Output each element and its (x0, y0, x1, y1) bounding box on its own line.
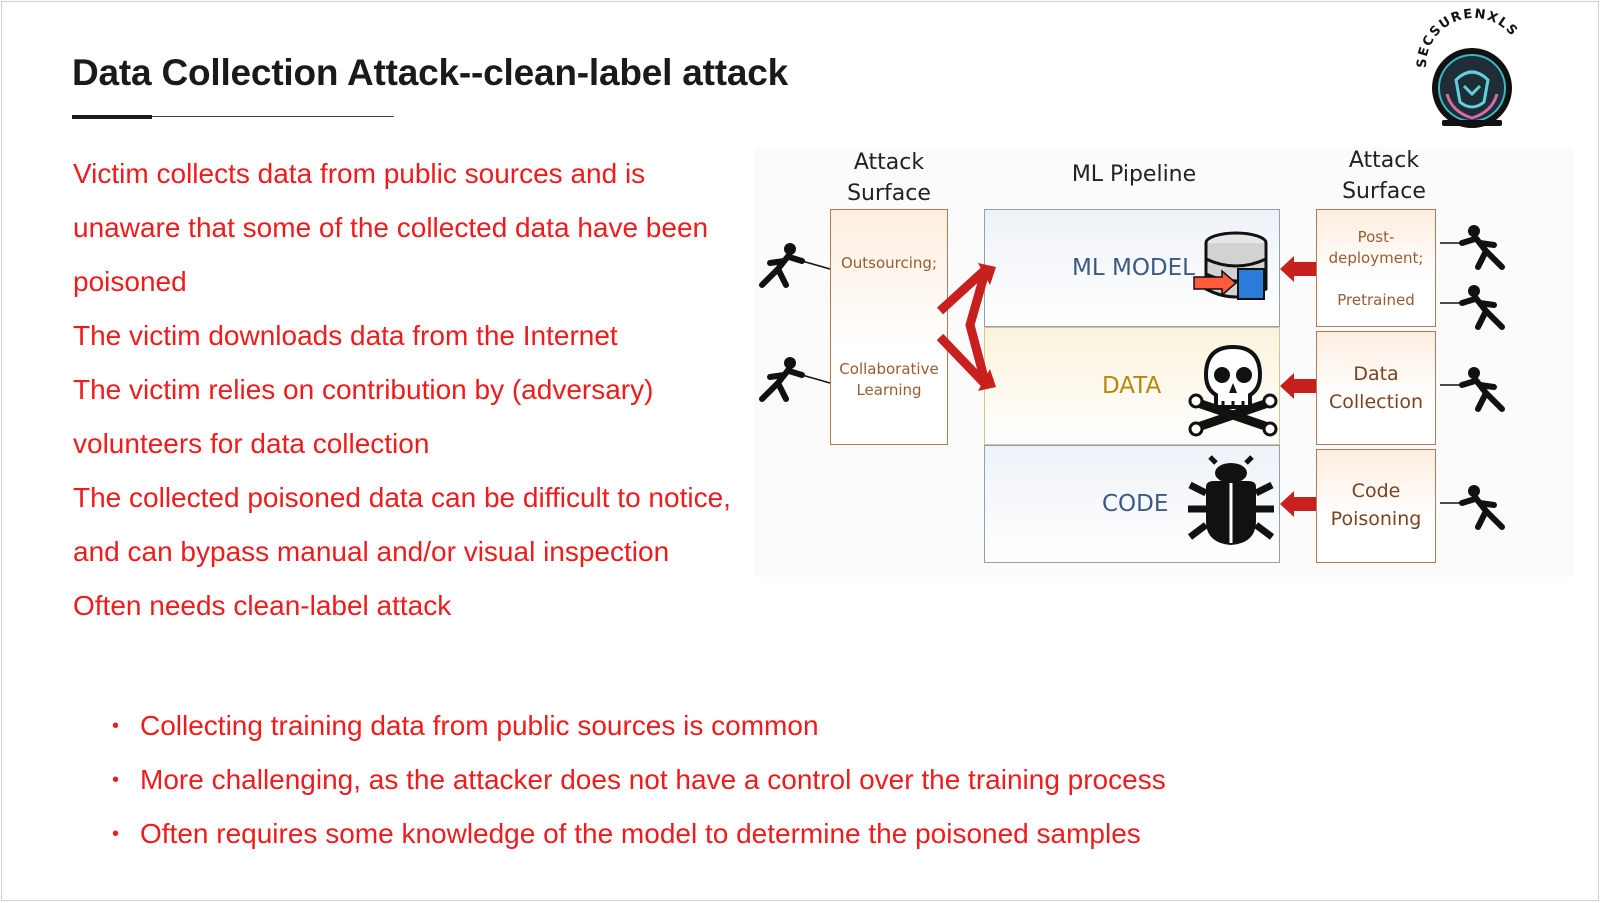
bullet-text: More challenging, as the attacker does n… (140, 764, 1166, 795)
bullet-text: Collecting training data from public sou… (140, 710, 819, 741)
paragraph-line: The victim downloads data from the Inter… (73, 320, 618, 351)
left-attack-arrow-icon (936, 263, 996, 391)
code-attack-arrow-icon (1280, 491, 1316, 517)
attacker-figure-icon (1440, 367, 1505, 412)
body-paragraph: Victim collects data from public sources… (73, 147, 783, 633)
code-poisoning-label: Code Poisoning (1330, 480, 1422, 530)
bullet-list: • Collecting training data from public s… (110, 699, 1410, 861)
pretrained-label: Pretrained (1337, 291, 1415, 309)
code-label: CODE (1102, 491, 1169, 517)
ml-pipeline-header: ML Pipeline (1071, 162, 1197, 187)
right-code-surface-box (1316, 449, 1436, 563)
attacker-figure-icon (1440, 285, 1505, 330)
collaborative-learning-label: Collaborative Learning (839, 360, 939, 399)
attacker-figure-icon (759, 243, 831, 288)
brand-logo: SECSURENXLS (1412, 7, 1532, 136)
ml-model-label: ML MODEL (1072, 255, 1195, 281)
paragraph-line: volunteers for data collection (73, 428, 430, 459)
attacker-figure-icon (1440, 485, 1505, 530)
outsourcing-label: Outsourcing; (840, 254, 938, 272)
skull-crossbones-icon (1188, 344, 1278, 437)
bullet-icon: • (112, 823, 120, 845)
paragraph-line: The collected poisoned data can be diffi… (73, 482, 731, 513)
logo-icon: SECSURENXLS (1415, 7, 1519, 128)
attacker-figure-icon (1440, 225, 1505, 270)
title-underline (72, 116, 394, 117)
list-item: • Often requires some knowledge of the m… (110, 807, 1410, 861)
left-surface-box (830, 209, 948, 445)
list-item: • More challenging, as the attacker does… (110, 753, 1410, 807)
bullet-icon: • (112, 715, 120, 737)
paragraph-line: Victim collects data from public sources… (73, 158, 646, 189)
attack-surface-diagram: Attack Surface ML Pipeline Attack Surfac… (754, 147, 1574, 577)
paragraph-line: poisoned (73, 266, 187, 297)
model-attack-arrow-icon (1280, 256, 1316, 282)
right-data-surface-box (1316, 331, 1436, 445)
attacker-figure-icon (759, 357, 831, 402)
right-model-surface-box (1316, 209, 1436, 327)
data-collection-label: Data Collection (1329, 363, 1423, 413)
paragraph-line: Often needs clean-label attack (73, 590, 452, 621)
page-title: Data Collection Attack--clean-label atta… (72, 52, 789, 93)
paragraph-line: unaware that some of the collected data … (73, 212, 709, 243)
paragraph-line: The victim relies on contribution by (ad… (73, 374, 654, 405)
data-attack-arrow-icon (1280, 373, 1316, 399)
list-item: • Collecting training data from public s… (110, 699, 1410, 753)
left-attack-surface-header: Attack Surface (847, 150, 931, 206)
paragraph-line: and can bypass manual and/or visual insp… (73, 536, 670, 567)
post-deployment-label: Post-deployment; (1328, 228, 1424, 267)
title-underline-accent (72, 115, 152, 119)
bullet-icon: • (112, 769, 120, 791)
data-label: DATA (1102, 373, 1162, 399)
bug-icon (1187, 455, 1275, 545)
bullet-text: Often requires some knowledge of the mod… (140, 818, 1141, 849)
database-icon (1193, 231, 1268, 300)
right-attack-surface-header: Attack Surface (1342, 148, 1426, 204)
